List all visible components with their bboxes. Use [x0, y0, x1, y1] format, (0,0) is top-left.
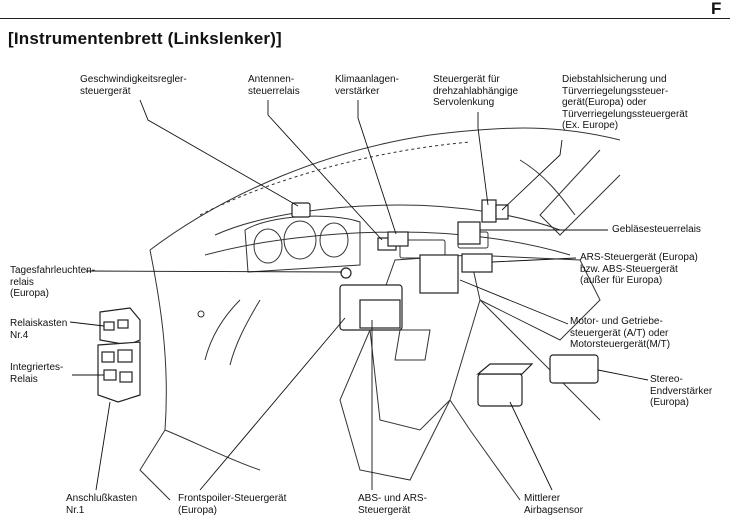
leader-daytime: [85, 270, 343, 273]
leader-ars: [491, 257, 577, 263]
leader-junction: [95, 401, 111, 491]
label-abs-ars: ABS- und ARS- Steuergerät: [358, 493, 427, 516]
gauge-right: [319, 222, 349, 258]
windshield-outline: [149, 127, 621, 251]
leader-theft: [501, 139, 563, 211]
gauge-mid: [283, 220, 317, 260]
leader-stereo: [597, 369, 649, 381]
ps-box: [481, 199, 497, 223]
dash-top: [214, 204, 561, 236]
leader-airbag: [509, 401, 553, 491]
theft-box: [495, 204, 509, 220]
steering-column: [204, 299, 261, 366]
ac-amp-box: [387, 231, 409, 247]
airbag-box: [477, 373, 523, 407]
relay-b: [117, 319, 129, 329]
ars-box: [461, 253, 493, 273]
relay-a: [103, 321, 115, 331]
shifter-area: [394, 329, 431, 361]
stereo-amp-box: [549, 354, 599, 384]
label-airbag-sensor: Mittlerer Airbagsensor: [524, 493, 583, 516]
label-front-spoiler: Frontspoiler-Steuergerät (Europa): [178, 493, 287, 516]
label-ac-amplifier: Klimaanlagen- verstärker: [335, 74, 399, 97]
leader-ac: [357, 100, 397, 235]
leader-engine: [459, 279, 569, 325]
a-pillar-right: [539, 149, 621, 236]
label-relay-box-4: Relaiskasten Nr.4: [10, 318, 68, 341]
floor-line: [479, 299, 601, 421]
jb-relay-1: [101, 351, 115, 363]
jb-relay-3: [103, 369, 117, 381]
door-sill: [139, 429, 171, 501]
page-title: [Instrumentenbrett (Linkslenker)]: [8, 29, 282, 48]
jb-relay-2: [117, 349, 133, 363]
leader-spoiler: [199, 317, 346, 491]
knee-bolster-mark: [197, 310, 205, 318]
leader-ps: [477, 112, 489, 206]
gauge-left: [253, 228, 283, 264]
leader-relaybox: [69, 321, 105, 327]
page-letter: F: [711, 0, 722, 18]
label-blower-relay: Gebläsesteuerrelais: [612, 224, 701, 235]
passenger-dash: [469, 254, 601, 341]
engine-ecu: [419, 254, 459, 294]
label-junction-box: Anschlußkasten Nr.1: [66, 493, 138, 516]
body-curve-top: [149, 249, 261, 471]
leader-antenna: [267, 100, 383, 241]
daytime-relay-dot: [340, 267, 352, 279]
jb-relay-4: [119, 371, 133, 383]
cowl-right: [519, 159, 576, 216]
label-daytime-relay: Tagesfahrleuchten- relais (Europa): [10, 265, 96, 299]
leader-speed-control: [139, 99, 299, 207]
airbag-box-top: [476, 363, 534, 375]
label-stereo-amp: Stereo- Endverstärker (Europa): [650, 374, 713, 408]
windshield-inner: [199, 141, 471, 216]
label-theft-door-lock: Diebstahlsicherung und Türverriegelungss…: [562, 74, 688, 131]
console-lower: [339, 329, 451, 481]
label-speed-control: Geschwindigkeitsregler- steuergerät: [80, 74, 187, 97]
label-antenna-relay: Antennen- steuerrelais: [248, 74, 300, 97]
cluster-hood: [244, 215, 361, 273]
label-integrated-relay: Integriertes- Relais: [10, 362, 64, 385]
label-engine-trans: Motor- und Getriebe- steuergerät (A/T) o…: [570, 316, 671, 350]
label-ars-abs: ARS-Steuergerät (Europa) bzw. ABS-Steuer…: [580, 252, 698, 286]
tunnel-line: [449, 399, 521, 501]
speed-control-box: [291, 202, 311, 218]
label-power-steering: Steuergerät für drehzahlabhängige Servol…: [433, 74, 519, 108]
blower-relay-box: [457, 221, 481, 245]
abs-unit: [359, 299, 401, 329]
header-rule: [0, 18, 730, 19]
